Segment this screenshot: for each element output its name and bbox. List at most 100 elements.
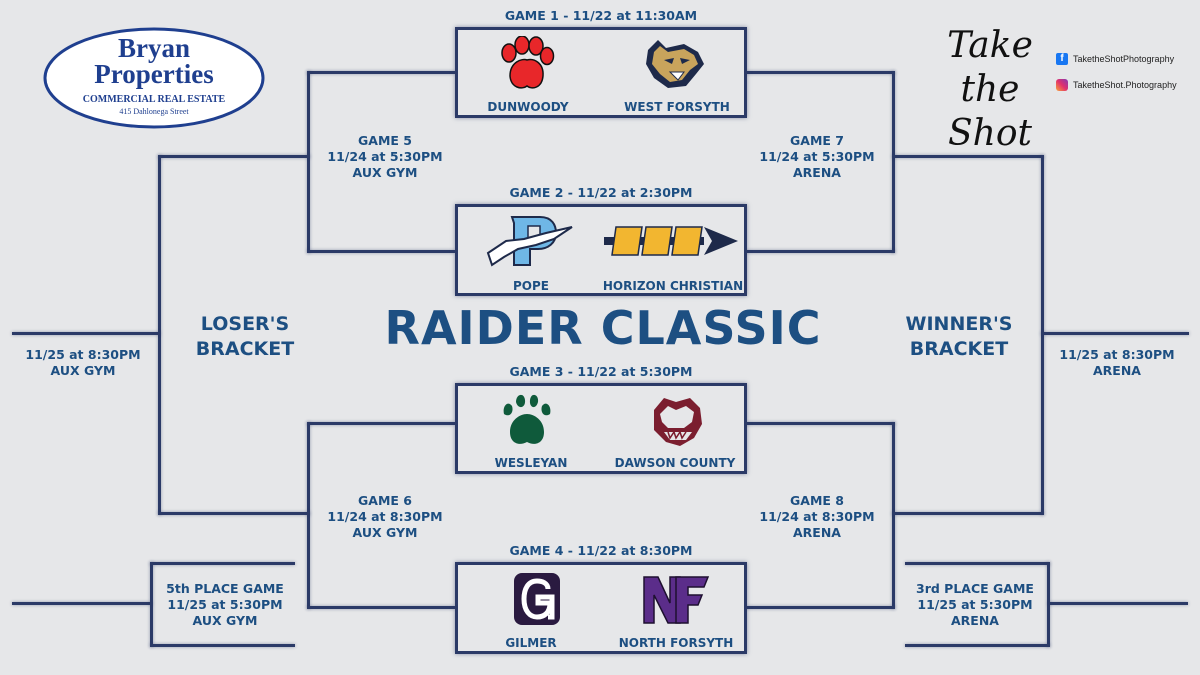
bracket-line xyxy=(12,602,152,605)
instagram-icon xyxy=(1056,79,1068,91)
sponsor-address: 415 Dahlonega Street xyxy=(119,107,189,116)
game7-venue: ARENA xyxy=(793,165,841,180)
game4-team1: GILMER xyxy=(505,636,557,650)
bracket-line xyxy=(905,644,1050,647)
sponsor-oval xyxy=(43,27,265,129)
game8-title: GAME 8 xyxy=(790,493,844,508)
instagram-row[interactable]: TaketheShot.Photography xyxy=(1056,79,1196,93)
letter-nf-icon xyxy=(643,576,710,624)
third-place-title: 3rd PLACE GAME xyxy=(916,581,1034,596)
third-place-label: 3rd PLACE GAME 11/25 at 5:30PM ARENA xyxy=(904,581,1046,629)
game6-label: GAME 6 11/24 at 8:30PM AUX GYM xyxy=(318,493,452,541)
bracket-line xyxy=(1047,562,1050,647)
paw-print-icon xyxy=(503,394,551,444)
game4-team2: NORTH FORSYTH xyxy=(618,636,734,650)
third-place-venue: ARENA xyxy=(951,613,999,628)
game3-team2: DAWSON COUNTY xyxy=(614,456,736,470)
bracket-line xyxy=(158,155,161,515)
bracket-line xyxy=(307,250,455,253)
bracket-line xyxy=(307,422,455,425)
bracket-line xyxy=(892,512,1044,515)
game4-box: GILMER NORTH FORSYTH xyxy=(455,562,747,654)
instagram-handle: TaketheShot.Photography xyxy=(1073,80,1177,90)
game1-box: DUNWOODY WEST FORSYTH xyxy=(455,27,747,118)
bracket-line xyxy=(892,422,895,609)
sponsor-tagline: COMMERCIAL REAL ESTATE xyxy=(82,94,226,105)
bracket-line xyxy=(12,332,160,335)
bracket-line xyxy=(150,644,295,647)
photographer-brand-text: Take the Shot xyxy=(947,25,1033,154)
bracket-line xyxy=(746,606,895,609)
losers-bracket-label: LOSER'S BRACKET xyxy=(172,312,318,362)
letter-g-icon xyxy=(514,573,560,625)
left-final-venue: AUX GYM xyxy=(50,363,116,378)
right-final-venue: ARENA xyxy=(1093,363,1141,378)
third-place-time: 11/25 at 5:30PM xyxy=(917,597,1033,612)
game3-box: WESLEYAN DAWSON COUNTY xyxy=(455,383,747,474)
bracket-line xyxy=(746,422,895,425)
photographer-brand: Take the Shot xyxy=(928,22,1052,154)
bracket-line xyxy=(892,155,1044,158)
game5-time: 11/24 at 5:30PM xyxy=(327,149,443,164)
fifth-place-label: 5th PLACE GAME 11/25 at 5:30PM AUX GYM xyxy=(154,581,296,629)
bracket-line xyxy=(746,250,895,253)
facebook-icon: f xyxy=(1056,53,1068,65)
game2-heading: GAME 2 - 11/22 at 2:30PM xyxy=(509,185,693,200)
facebook-handle: TaketheShotPhotography xyxy=(1073,54,1175,64)
left-final-label: 11/25 at 8:30PM AUX GYM xyxy=(10,347,156,379)
winners-bracket-line1: WINNER'S xyxy=(905,313,1013,335)
bracket-line xyxy=(905,562,1050,565)
game7-label: GAME 7 11/24 at 5:30PM ARENA xyxy=(750,133,884,181)
page-title: RAIDER CLASSIC xyxy=(384,301,822,355)
bracket-line xyxy=(1041,155,1044,515)
game5-label: GAME 5 11/24 at 5:30PM AUX GYM xyxy=(318,133,452,181)
paw-print-icon xyxy=(501,36,555,89)
left-final-time: 11/25 at 8:30PM xyxy=(25,347,141,362)
bracket-line xyxy=(158,155,310,158)
bracket-line xyxy=(307,71,455,74)
game4-heading: GAME 4 - 11/22 at 8:30PM xyxy=(509,543,693,558)
game6-time: 11/24 at 8:30PM xyxy=(327,509,443,524)
bracket-line xyxy=(150,562,153,647)
bracket-line xyxy=(158,512,310,515)
losers-bracket-line1: LOSER'S xyxy=(200,313,290,335)
bracket-line xyxy=(1041,332,1189,335)
game5-venue: AUX GYM xyxy=(352,165,418,180)
bracket-line xyxy=(1048,602,1188,605)
game6-title: GAME 6 xyxy=(358,493,412,508)
bracket-line xyxy=(150,562,295,565)
game7-time: 11/24 at 5:30PM xyxy=(759,149,875,164)
letter-p-greyhound-icon xyxy=(486,216,573,267)
winners-bracket-line2: BRACKET xyxy=(909,338,1009,360)
game1-team1: DUNWOODY xyxy=(487,100,569,114)
game8-time: 11/24 at 8:30PM xyxy=(759,509,875,524)
game3-team1: WESLEYAN xyxy=(494,456,568,470)
right-final-label: 11/25 at 8:30PM ARENA xyxy=(1044,347,1190,379)
sponsor-logo: Bryan Properties COMMERCIAL REAL ESTATE … xyxy=(42,26,266,130)
sponsor-name-line2: Properties xyxy=(94,59,214,89)
bracket-line xyxy=(746,71,895,74)
game8-label: GAME 8 11/24 at 8:30PM ARENA xyxy=(750,493,884,541)
tiger-icon xyxy=(654,398,702,446)
game1-team2: WEST FORSYTH xyxy=(624,100,730,114)
fifth-place-time: 11/25 at 5:30PM xyxy=(167,597,283,612)
bracket-line xyxy=(307,422,310,609)
game2-team1: POPE xyxy=(513,279,549,293)
sponsor-name-line1: Bryan xyxy=(117,33,190,63)
game2-team2: HORIZON CHRISTIAN xyxy=(602,279,744,293)
game2-box: POPE HORIZON CHRISTIAN xyxy=(455,204,747,296)
game8-venue: ARENA xyxy=(793,525,841,540)
cougar-icon xyxy=(646,40,704,88)
game5-title: GAME 5 xyxy=(358,133,412,148)
spear-icon xyxy=(604,226,738,256)
fifth-place-title: 5th PLACE GAME xyxy=(166,581,284,596)
right-final-time: 11/25 at 8:30PM xyxy=(1059,347,1175,362)
game3-heading: GAME 3 - 11/22 at 5:30PM xyxy=(509,364,693,379)
bracket-line xyxy=(307,71,310,253)
losers-bracket-line2: BRACKET xyxy=(195,338,295,360)
game7-title: GAME 7 xyxy=(790,133,844,148)
facebook-row[interactable]: f TaketheShotPhotography xyxy=(1056,53,1196,67)
fifth-place-venue: AUX GYM xyxy=(192,613,258,628)
bracket-line xyxy=(892,71,895,253)
game6-venue: AUX GYM xyxy=(352,525,418,540)
